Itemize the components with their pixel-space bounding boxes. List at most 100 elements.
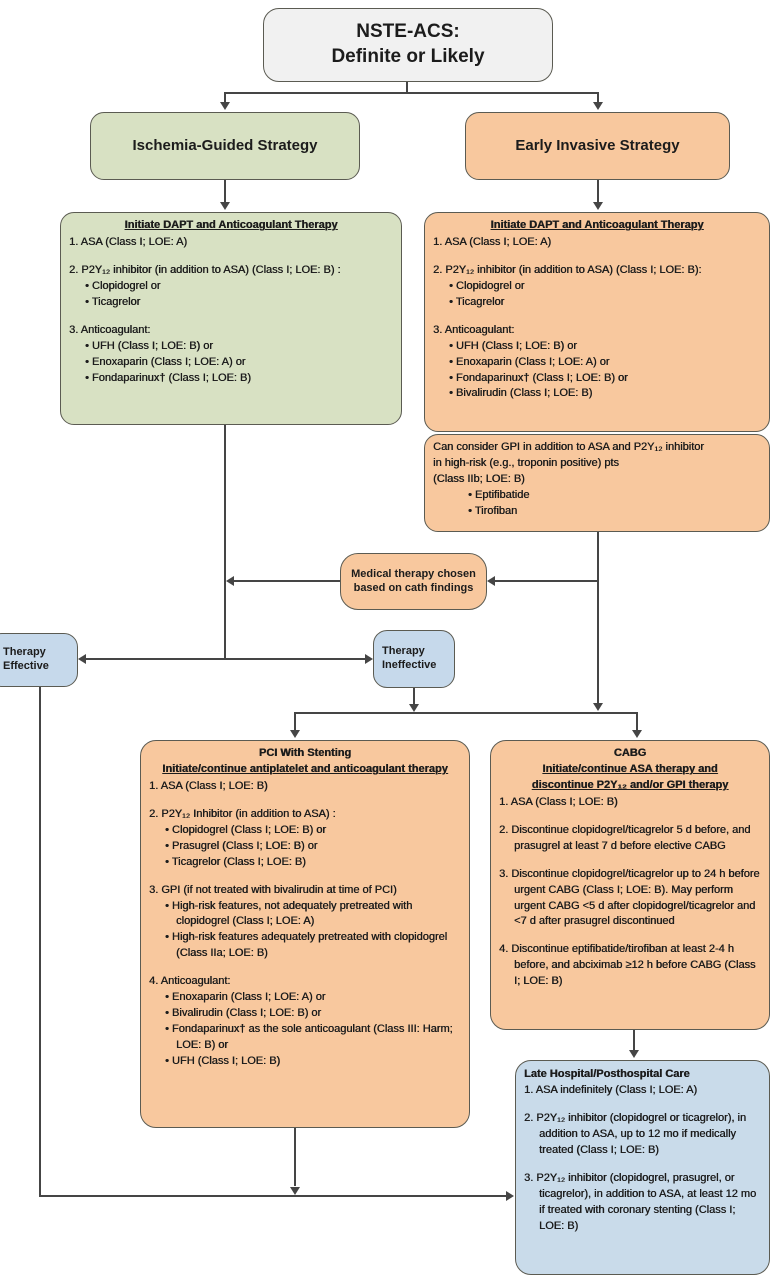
late-care-list: 1. ASA indefinitely (Class I; LOE: A) 2. … bbox=[524, 1083, 761, 1235]
list-line: 1. ASA indefinitely (Class I; LOE: A) bbox=[524, 1083, 698, 1096]
connector-root-stem bbox=[406, 82, 408, 94]
list-line: 2. P2Y₁₂ Inhibitor (in addition to ASA) … bbox=[149, 807, 336, 820]
node-invasive-dapt: Initiate DAPT and Anticoagulant Therapy … bbox=[424, 212, 770, 432]
node-late-care: Late Hospital/Posthospital Care 1. ASA i… bbox=[515, 1060, 770, 1275]
ischemia-dapt-title: Initiate DAPT and Anticoagulant Therapy bbox=[124, 219, 338, 231]
connector-cath-to-ischemia bbox=[234, 580, 340, 582]
arrowhead-down-invasive bbox=[593, 102, 603, 110]
arrowhead-down-ischemia bbox=[220, 102, 230, 110]
node-root: NSTE-ACS: Definite or Likely bbox=[263, 8, 553, 82]
list-line: • Ticagrelor (Class I; LOE: B) bbox=[165, 855, 306, 868]
list-line: 1. ASA (Class I; LOE: A) bbox=[69, 235, 187, 248]
node-early-invasive-strategy: Early Invasive Strategy bbox=[465, 112, 730, 180]
late-care-title: Late Hospital/Posthospital Care bbox=[524, 1068, 690, 1080]
connector-pci-bottom-drop bbox=[294, 1128, 296, 1186]
list-line: • UFH (Class I; LOE: B) bbox=[165, 1054, 281, 1067]
list-line: (Class IIb; LOE: B) bbox=[433, 472, 525, 485]
list-line: 3. Discontinue clopidogrel/ticagrelor up… bbox=[499, 867, 760, 928]
list-line: 3. Anticoagulant: bbox=[433, 323, 515, 336]
pci-list: 1. ASA (Class I; LOE: B) 2. P2Y₁₂ Inhibit… bbox=[149, 779, 461, 1070]
list-line: • Enoxaparin (Class I; LOE: A) or bbox=[449, 355, 610, 368]
cabg-subtitle: Initiate/continue ASA therapy and discon… bbox=[531, 762, 729, 791]
arrowhead-left-into-cath bbox=[487, 576, 495, 586]
list-line: 1. ASA (Class I; LOE: A) bbox=[433, 235, 551, 248]
connector-invasive-main-stem bbox=[597, 532, 599, 704]
list-line: • Bivalirudin (Class I; LOE: B) bbox=[449, 387, 593, 400]
arrowhead-left-into-ischemia-stem bbox=[226, 576, 234, 586]
arrowhead-down-ineffective-junction bbox=[409, 704, 419, 712]
arrowhead-down-into-late bbox=[629, 1050, 639, 1058]
list-line: • UFH (Class I; LOE: B) or bbox=[85, 339, 213, 352]
connector-drop-invasive bbox=[597, 92, 599, 103]
cabg-list: 1. ASA (Class I; LOE: B) 2. Discontinue c… bbox=[499, 795, 761, 990]
list-line: • Ticagrelor bbox=[449, 295, 505, 308]
list-line: • Eptifibatide bbox=[468, 488, 530, 501]
list-line: • Prasugrel (Class I; LOE: B) or bbox=[165, 839, 318, 852]
therapy-effective-label: Therapy Effective bbox=[3, 646, 49, 672]
cabg-title: CABG bbox=[613, 747, 647, 759]
arrowhead-down-ischemia-dapt bbox=[220, 202, 230, 210]
list-line: 3. P2Y₁₂ inhibitor (clopidogrel, prasugr… bbox=[524, 1171, 757, 1232]
list-line: • Clopidogrel or bbox=[449, 279, 525, 292]
list-line: • Enoxaparin (Class I; LOE: A) or bbox=[165, 991, 326, 1004]
connector-ineffective-drop bbox=[413, 688, 415, 705]
root-title-line1: NSTE-ACS: bbox=[356, 21, 460, 43]
list-line: • Clopidogrel or bbox=[85, 279, 161, 292]
list-line: • Tirofiban bbox=[468, 504, 518, 517]
list-line: 4. Anticoagulant: bbox=[149, 975, 231, 988]
connector-cabg-to-late bbox=[633, 1030, 635, 1051]
list-line: 4. Discontinue eptifibatide/tirofiban at… bbox=[499, 943, 756, 988]
list-line: 2. P2Y₁₂ inhibitor (clopidogrel or ticag… bbox=[524, 1111, 746, 1156]
connector-effective-long-drop bbox=[39, 687, 41, 1197]
list-line: • Ticagrelor bbox=[85, 295, 141, 308]
node-cath-findings: Medical therapy chosen based on cath fin… bbox=[340, 553, 487, 610]
list-line: 2. P2Y₁₂ inhibitor (in addition to ASA) … bbox=[69, 263, 341, 276]
connector-drop-cabg bbox=[636, 712, 638, 731]
gpi-consider-list: Can consider GPI in addition to ASA and … bbox=[433, 440, 761, 520]
node-pci: PCI With Stenting Initiate/continue anti… bbox=[140, 740, 470, 1128]
therapy-ineffective-label: Therapy Ineffective bbox=[382, 645, 437, 671]
connector-effective-ineffective-bar bbox=[86, 658, 366, 660]
ischemia-dapt-list: 1. ASA (Class I; LOE: A) 2. P2Y₁₂ inhibit… bbox=[69, 235, 393, 387]
arrowhead-left-into-effective bbox=[78, 654, 86, 664]
list-line: • Fondaparinux† (Class I; LOE: B) bbox=[85, 371, 251, 384]
pci-subtitle: Initiate/continue antiplatelet and antic… bbox=[162, 762, 448, 775]
connector-invasive-to-dapt bbox=[597, 180, 599, 203]
list-line: • High-risk features adequately pretreat… bbox=[165, 931, 448, 960]
list-line: 1. ASA (Class I; LOE: B) bbox=[149, 779, 268, 792]
list-line: 3. GPI (if not treated with bivalirudin … bbox=[149, 883, 397, 896]
arrowhead-down-invasive-dapt bbox=[593, 202, 603, 210]
list-line: • Clopidogrel (Class I; LOE: B) or bbox=[165, 823, 326, 836]
arrowhead-right-into-ineffective bbox=[365, 654, 373, 664]
list-line: 2. Discontinue clopidogrel/ticagrelor 5 … bbox=[499, 823, 751, 852]
list-line: 1. ASA (Class I; LOE: B) bbox=[499, 795, 618, 808]
node-therapy-effective: Therapy Effective bbox=[0, 633, 78, 687]
connector-root-split-bar bbox=[224, 92, 599, 94]
invasive-strategy-label: Early Invasive Strategy bbox=[515, 137, 680, 155]
connector-ischemia-main-stem bbox=[224, 425, 226, 660]
arrowhead-down-into-pci bbox=[290, 730, 300, 738]
root-title-line2: Definite or Likely bbox=[331, 46, 485, 67]
arrowhead-down-pci-to-bar bbox=[290, 1187, 300, 1195]
list-line: 2. P2Y₁₂ inhibitor (in addition to ASA) … bbox=[433, 263, 702, 276]
list-line: in high-risk (e.g., troponin positive) p… bbox=[433, 456, 619, 469]
arrowhead-down-invasive-junction bbox=[593, 703, 603, 711]
pci-title: PCI With Stenting bbox=[258, 747, 352, 759]
list-line: 3. Anticoagulant: bbox=[69, 323, 151, 336]
connector-ischemia-to-dapt bbox=[224, 180, 226, 203]
invasive-dapt-title: Initiate DAPT and Anticoagulant Therapy bbox=[490, 219, 704, 231]
ischemia-strategy-label: Ischemia-Guided Strategy bbox=[132, 137, 318, 155]
list-line: • Bivalirudin (Class I; LOE: B) or bbox=[165, 1007, 322, 1020]
node-therapy-ineffective: Therapy Ineffective bbox=[373, 630, 455, 688]
list-line: • Fondaparinux† as the sole anticoagulan… bbox=[165, 1023, 453, 1051]
list-line: • UFH (Class I; LOE: B) or bbox=[449, 339, 577, 352]
connector-invasive-to-cath bbox=[495, 580, 598, 582]
arrowhead-down-into-cabg bbox=[632, 730, 642, 738]
list-line: • High-risk features, not adequately pre… bbox=[165, 899, 413, 928]
connector-drop-pci bbox=[294, 712, 296, 731]
node-ischemia-dapt: Initiate DAPT and Anticoagulant Therapy … bbox=[60, 212, 402, 425]
cath-findings-label: Medical therapy chosen based on cath fin… bbox=[351, 567, 476, 594]
list-line: • Enoxaparin (Class I; LOE: A) or bbox=[85, 355, 246, 368]
invasive-dapt-list: 1. ASA (Class I; LOE: A) 2. P2Y₁₂ inhibit… bbox=[433, 235, 761, 402]
